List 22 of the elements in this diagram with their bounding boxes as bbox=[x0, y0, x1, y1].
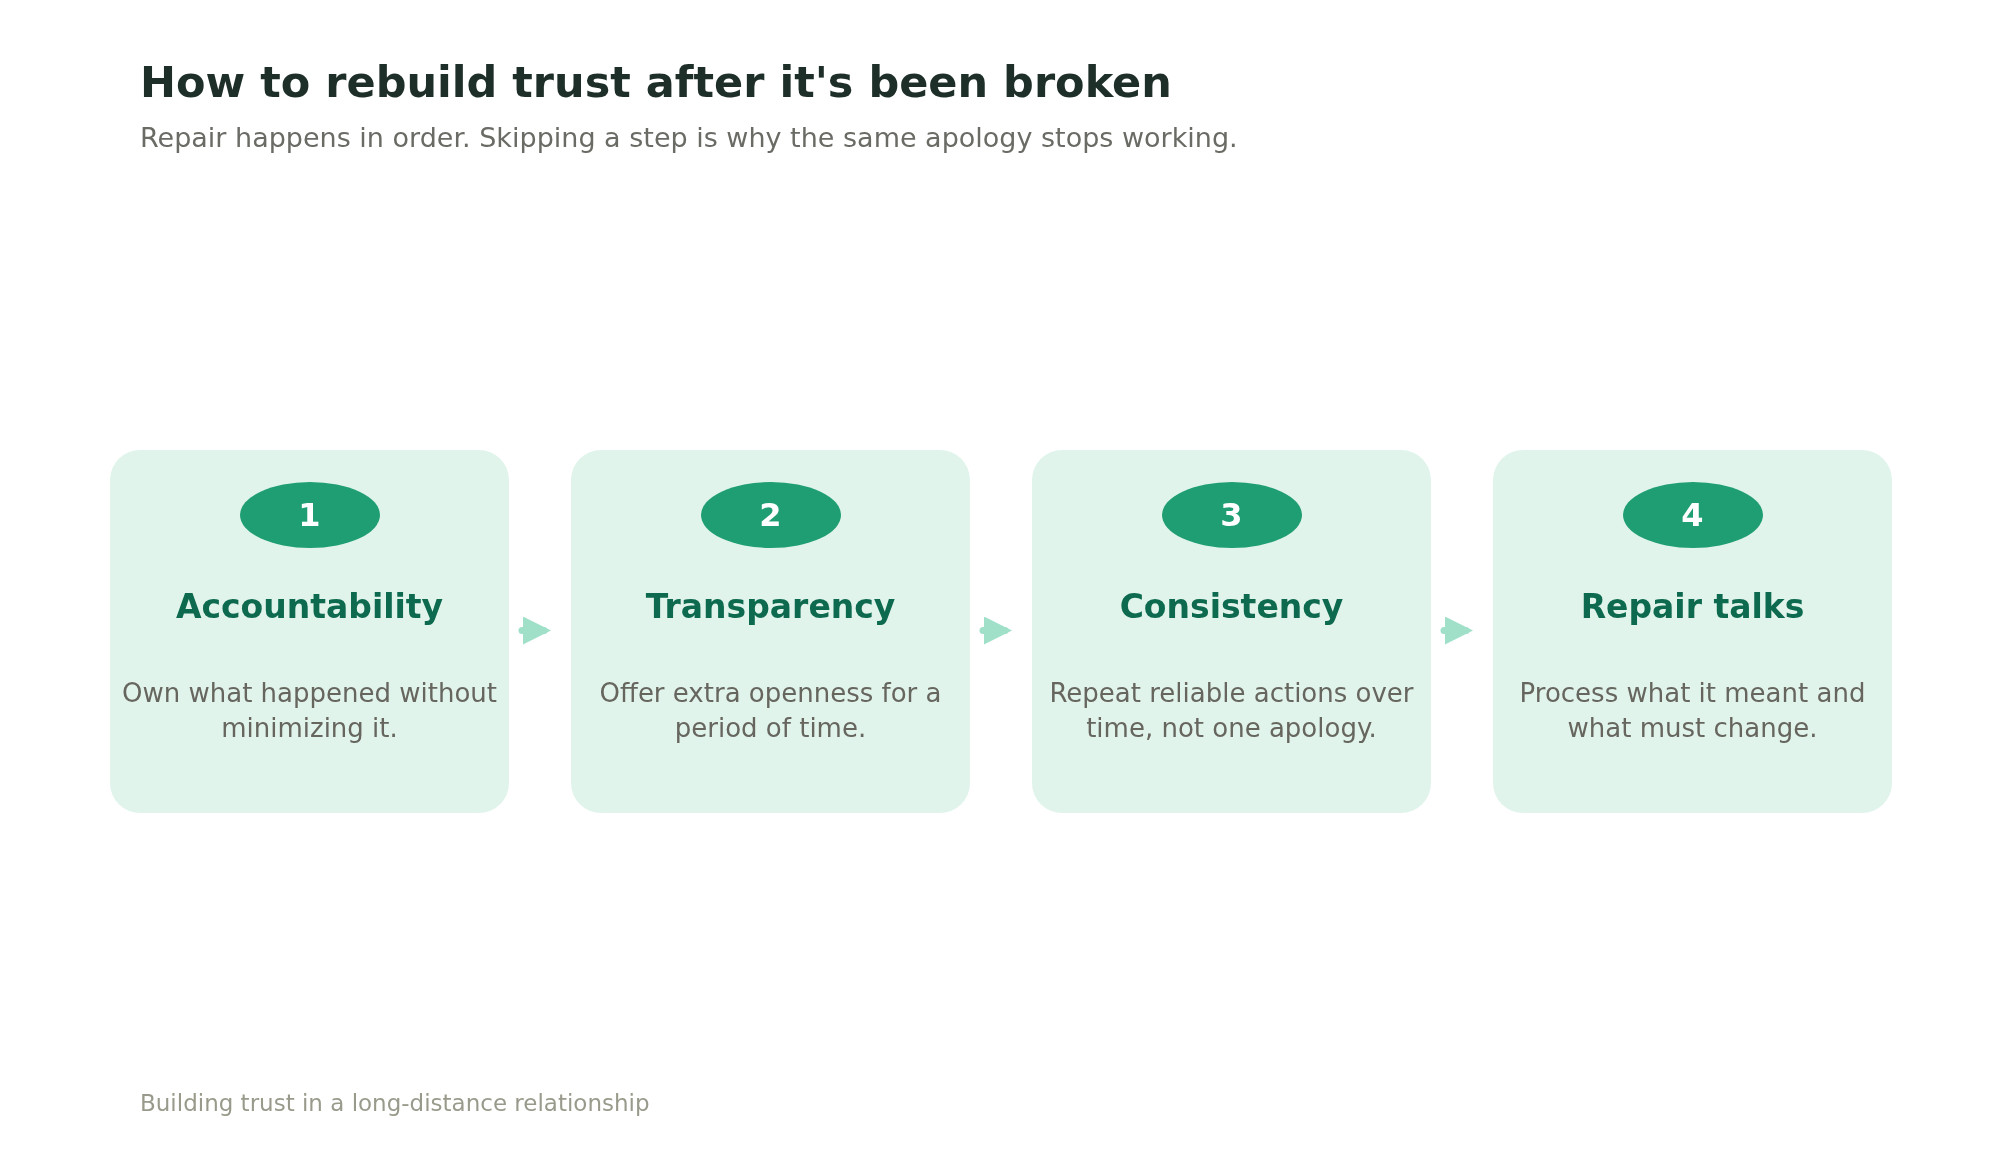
step-description: Offer extra openness for a period of time. bbox=[598, 676, 943, 745]
step-card bbox=[1032, 450, 1431, 813]
arrow bbox=[1440, 616, 1473, 645]
arrow bbox=[979, 616, 1012, 645]
step-card bbox=[571, 450, 970, 813]
step-card bbox=[1493, 450, 1892, 813]
step-heading: Accountability bbox=[175, 586, 444, 628]
caption: Building trust in a long-distance relationship bbox=[140, 1089, 650, 1118]
arrow bbox=[518, 616, 551, 645]
step-number-badge: 4 bbox=[1622, 482, 1763, 548]
step-heading: Transparency bbox=[645, 586, 896, 628]
step-number-badge: 2 bbox=[700, 482, 841, 548]
step-number-badge: 3 bbox=[1161, 482, 1302, 548]
step-description: Own what happened without minimizing it. bbox=[121, 676, 498, 745]
subtitle: Repair happens in order. Skipping a step is why the same apology stops working. bbox=[140, 121, 1238, 155]
step-heading: Repair talks bbox=[1580, 586, 1805, 628]
step-description: Process what it meant and what must change. bbox=[1518, 676, 1867, 745]
step-description: Repeat reliable actions over time, not one apology. bbox=[1048, 676, 1415, 745]
step-card bbox=[110, 450, 509, 813]
step-heading: Consistency bbox=[1119, 586, 1344, 628]
step-number-badge: 1 bbox=[239, 482, 380, 548]
title: How to rebuild trust after it's been broken bbox=[140, 56, 1172, 109]
